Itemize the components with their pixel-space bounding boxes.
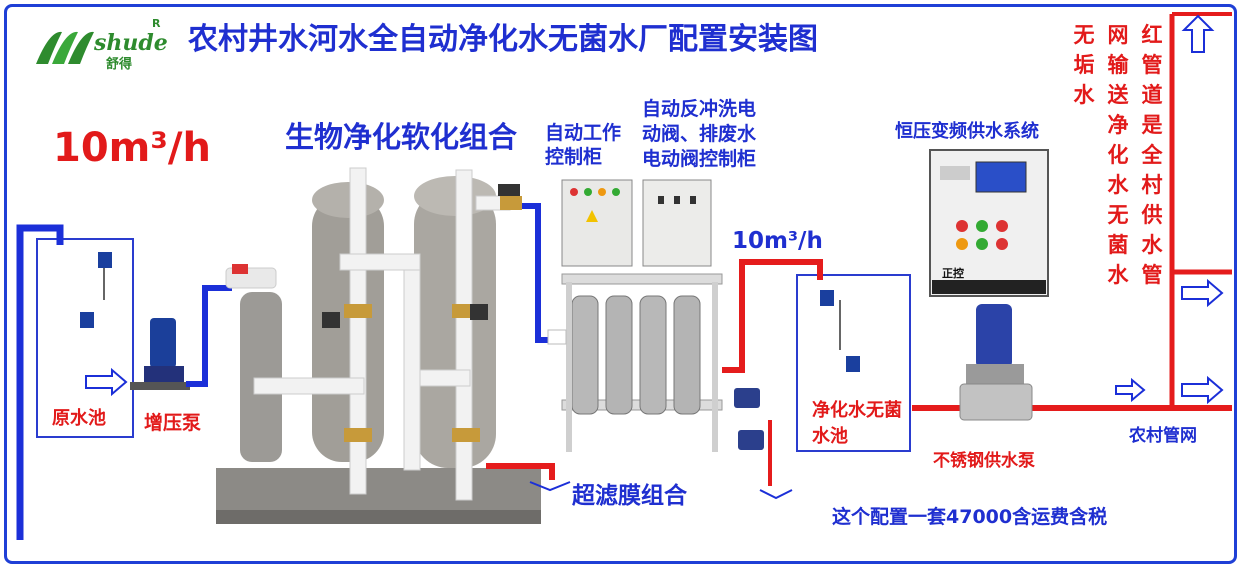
outer-frame <box>4 4 1237 564</box>
side-text-col2: 网输送净化水无菌水 <box>1107 23 1129 287</box>
clean-pool-label: 净化水无菌水池 <box>812 400 902 447</box>
booster-pump-label: 增压泵 <box>144 412 202 434</box>
flow-rate-secondary: 10m³/h <box>732 228 823 254</box>
uf-group-label: 超滤膜组合 <box>572 483 687 509</box>
logo-reg: R <box>152 17 161 30</box>
village-network-label: 农村管网 <box>1129 426 1197 446</box>
side-text-col3: 红管道是全村供水管 <box>1141 23 1163 287</box>
clean-water-pool: 净化水无菌水池 <box>796 274 911 452</box>
price-note: 这个配置一套47000含运费含税 <box>832 506 1108 528</box>
auto-control-cabinet-label: 自动工作控制柜 <box>545 122 622 168</box>
side-text-col1: 无垢水 <box>1073 23 1095 107</box>
page-title: 农村井水河水全自动净化水无菌水厂配置安装图 <box>188 22 818 57</box>
logo-mark-icon <box>36 31 94 64</box>
raw-water-pool: 原水池 <box>36 238 134 438</box>
ss-pump-label: 不锈钢供水泵 <box>933 451 1035 471</box>
bio-group-label: 生物净化软化组合 <box>285 120 518 154</box>
flow-rate-main: 10m³/h <box>53 125 211 171</box>
raw-pool-label: 原水池 <box>52 408 106 429</box>
logo-chinese: 舒得 <box>106 57 133 72</box>
logo-text: shude <box>94 30 168 56</box>
side-note-box: 无垢水 网输送净化水无菌水 红管道是全村供水管 <box>1068 14 1172 394</box>
const-pressure-system-label: 恒压变频供水系统 <box>895 121 1039 142</box>
controller-brand: 正控 <box>942 267 964 280</box>
backwash-cabinet-label: 自动反冲洗电动阀、排废水电动阀控制柜 <box>642 98 757 170</box>
logo: shude R 舒得 <box>32 17 168 74</box>
